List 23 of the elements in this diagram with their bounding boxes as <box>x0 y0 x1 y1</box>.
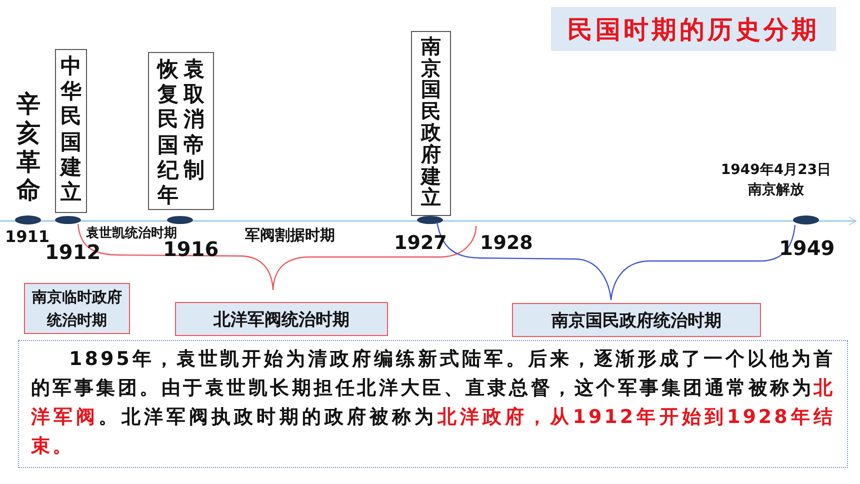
event-label: 恢复民国纪年 <box>156 57 179 208</box>
event-label: 南京国民政府建立 <box>420 36 442 209</box>
year-label: 1911 <box>5 227 50 246</box>
year-label: 1927 <box>394 232 447 254</box>
period-label: 军阀割据时期 <box>245 226 335 245</box>
period-box <box>24 283 130 334</box>
event-label: 袁取消帝制 <box>183 57 206 183</box>
event-label: 1949年4月23日南京解放 <box>720 161 832 200</box>
event-box <box>148 52 214 210</box>
period-label: 北洋军阀统治时期 <box>214 308 350 330</box>
event-label: 中华民国建立 <box>60 54 82 206</box>
event-label: 辛亥革命 <box>16 90 42 206</box>
period-label: 袁世凯统治时期 <box>86 224 177 241</box>
event-box <box>411 31 451 216</box>
period-box <box>175 302 388 336</box>
period-label: 南京临时政府统治时期 <box>31 286 123 330</box>
year-label: 1928 <box>480 232 533 254</box>
text-panel <box>18 340 848 468</box>
period-label: 南京国民政府统治时期 <box>552 310 722 332</box>
period-box <box>512 303 761 337</box>
paragraph: 1895年，袁世凯开始为清政府编练新式陆军。后来，逐渐形成了一个以他为首的军事集团。由于袁世凯长期担任北洋大臣、直隶总督，这个军事集团通常被称为北洋军阀。北洋军阀执政时期的政府被称为北洋政府，从1912年开始到1928年结束。 <box>31 347 835 459</box>
event-box <box>55 49 87 213</box>
title: 民国时期的历史分期 <box>551 7 836 51</box>
